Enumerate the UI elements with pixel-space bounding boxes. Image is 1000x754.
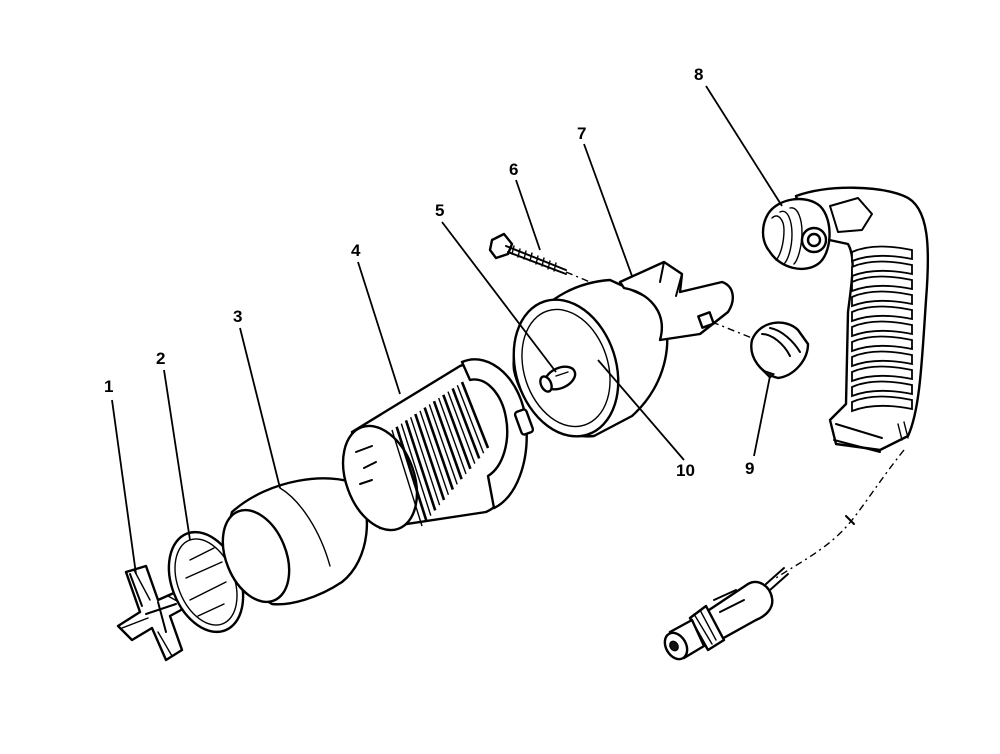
part-7-yoke-bracket (618, 260, 753, 342)
part-4-ribbed-body (341, 358, 535, 532)
body-rib (442, 394, 472, 470)
callout-6-label: 6 (509, 160, 518, 179)
callout-3-label: 3 (233, 307, 242, 326)
grip-rib (851, 290, 913, 308)
body-rib (447, 391, 476, 464)
callout-labels: 1 2 3 4 5 6 7 8 9 10 (104, 65, 754, 480)
grip-rib (851, 305, 913, 323)
grip-rib (851, 395, 913, 413)
part-3-reflector (221, 477, 369, 606)
part-8-handle-grip (761, 186, 930, 453)
body-rib (438, 397, 467, 475)
body-rib (451, 387, 481, 459)
body-rib (419, 410, 450, 496)
callout-1-label: 1 (104, 377, 113, 396)
body-rib (428, 404, 458, 485)
body-rib (410, 416, 441, 506)
grip-rib (851, 335, 913, 353)
grip-rib (851, 380, 913, 398)
body-rib (460, 381, 490, 449)
callout-8-label: 8 (694, 65, 703, 84)
body-rib (395, 426, 428, 522)
body-rib (404, 419, 437, 511)
body-rib (414, 413, 446, 501)
callout-7-label: 7 (577, 124, 586, 143)
callout-4-label: 4 (351, 241, 361, 260)
part-5-bulb (539, 365, 577, 393)
body-rib (423, 407, 455, 491)
grip-rib (851, 350, 913, 368)
grip-rib (851, 245, 913, 263)
callout-5-label: 5 (435, 201, 444, 220)
grip-rib (851, 320, 913, 338)
callout-9-label: 9 (745, 459, 754, 478)
body-rib (432, 400, 463, 480)
grip-rib (851, 275, 913, 293)
grip-rib (851, 365, 913, 383)
part-6-bolt (488, 232, 591, 283)
part-9-knob (750, 321, 810, 380)
callout-leaders (111, 85, 783, 575)
callout-10-label: 10 (676, 461, 695, 480)
part-1-cross-clip (116, 564, 194, 662)
body-rib (391, 429, 423, 527)
body-rib (400, 423, 432, 516)
callout-2-label: 2 (156, 349, 165, 368)
body-rib (456, 384, 485, 454)
grip-rib (851, 260, 913, 278)
lighter-plug-with-cord (663, 449, 905, 661)
